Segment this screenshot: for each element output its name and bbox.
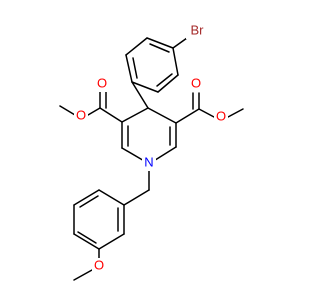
- bond: [73, 233, 100, 250]
- atom-label-ester-left-carbonyl-o: O: [97, 75, 107, 90]
- bond: [198, 108, 215, 118]
- bond: [146, 37, 174, 49]
- bond: [121, 107, 149, 123]
- atom-label-ester-left-ether-o: O: [76, 107, 86, 122]
- bond: [73, 189, 100, 206]
- bond: [59, 105, 76, 116]
- label-background: [186, 23, 208, 39]
- bond: [172, 47, 179, 76]
- bond: [125, 54, 133, 83]
- molecule-diagram: Br O O O O N O: [59, 22, 244, 281]
- bond: [149, 43, 170, 53]
- bond: [172, 37, 188, 49]
- atom-label-bromine: Br: [191, 22, 205, 37]
- bond: [98, 233, 125, 250]
- atom-label-methoxy-o: O: [94, 257, 104, 272]
- bond: [156, 73, 173, 87]
- bond: [87, 107, 101, 116]
- atom-label-ester-right-carbonyl-o: O: [191, 75, 201, 90]
- structure-canvas: Br O O O O N O: [59, 22, 244, 281]
- bond: [147, 107, 177, 124]
- bond: [125, 37, 148, 56]
- label-background: [214, 109, 228, 125]
- bond: [79, 195, 99, 208]
- label-background: [74, 108, 88, 124]
- label-background: [189, 76, 203, 92]
- bond: [132, 57, 138, 79]
- bond: [157, 74, 179, 93]
- atom-label-ring-nitrogen: N: [144, 154, 153, 169]
- bond: [175, 108, 200, 124]
- bond: [99, 107, 123, 123]
- label-background: [142, 155, 156, 171]
- label-background: [92, 258, 106, 274]
- bond: [123, 189, 150, 206]
- bond: [77, 231, 97, 244]
- bond: [131, 81, 149, 109]
- bond-layer: [59, 37, 244, 281]
- atom-label-layer: Br O O O O N O: [74, 22, 228, 274]
- bond: [227, 108, 244, 118]
- label-background: [95, 76, 109, 92]
- bond: [131, 81, 159, 93]
- bond: [73, 269, 93, 281]
- bond: [98, 189, 125, 206]
- atom-label-ester-right-ether-o: O: [216, 108, 226, 123]
